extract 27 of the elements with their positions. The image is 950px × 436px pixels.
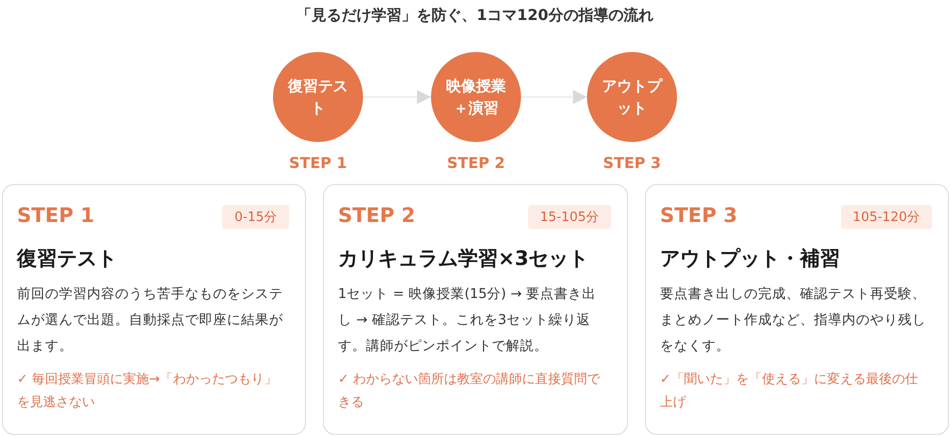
note-text: ✓ 毎回授業冒頭に実施→「わかったつもり」を見逃さない — [17, 371, 278, 412]
arrow — [520, 90, 588, 104]
card-heading: カリキュラム学習×3セット — [338, 245, 589, 272]
note-text: ✓「聞いた」を「使える」に変える最後の仕上げ — [660, 371, 919, 412]
time-badge: 0-15分 — [222, 205, 289, 229]
step-label: STEP 2 — [338, 203, 416, 227]
step-card — [2, 184, 306, 435]
step-label: STEP 2 — [446, 154, 506, 172]
description-text: 1セット = 映像授業(15分) → 要点書き出し → 確認テスト。これを3セット繰り返す。講師がピンポイントで解説。 — [338, 285, 598, 356]
step-label: STEP 1 — [17, 203, 94, 227]
card-heading: アウトプット・補習 — [660, 245, 840, 272]
step-circle: 映像授業＋演習 — [431, 52, 521, 142]
note-text: ✓ わからない箇所は教室の講師に直接質問できる — [338, 371, 602, 412]
step-circle: 復習テスト — [273, 52, 363, 142]
step-card — [645, 184, 949, 435]
diagram-title: 「見るだけ学習」を防ぐ、1コマ120分の指導の流れ — [296, 6, 654, 25]
time-badge: 15-105分 — [528, 205, 611, 229]
card-heading: 復習テスト — [17, 245, 117, 272]
step-label: STEP 3 — [602, 154, 662, 172]
time-badge: 105-120分 — [840, 205, 932, 229]
step-circle: アウトプット — [587, 52, 677, 142]
description-text: 前回の学習内容のうち苦手なものをシステムが選んで出題。自動採点で即座に結果が出ます。 — [17, 285, 284, 356]
step-card — [323, 184, 628, 435]
step-label: STEP 3 — [660, 203, 738, 227]
step-label: STEP 1 — [288, 154, 348, 172]
arrow — [362, 90, 432, 104]
description-text: 要点書き出しの完成、確認テスト再受験、まとめノート作成など、指導内のやり残しをなくす。 — [660, 285, 927, 356]
